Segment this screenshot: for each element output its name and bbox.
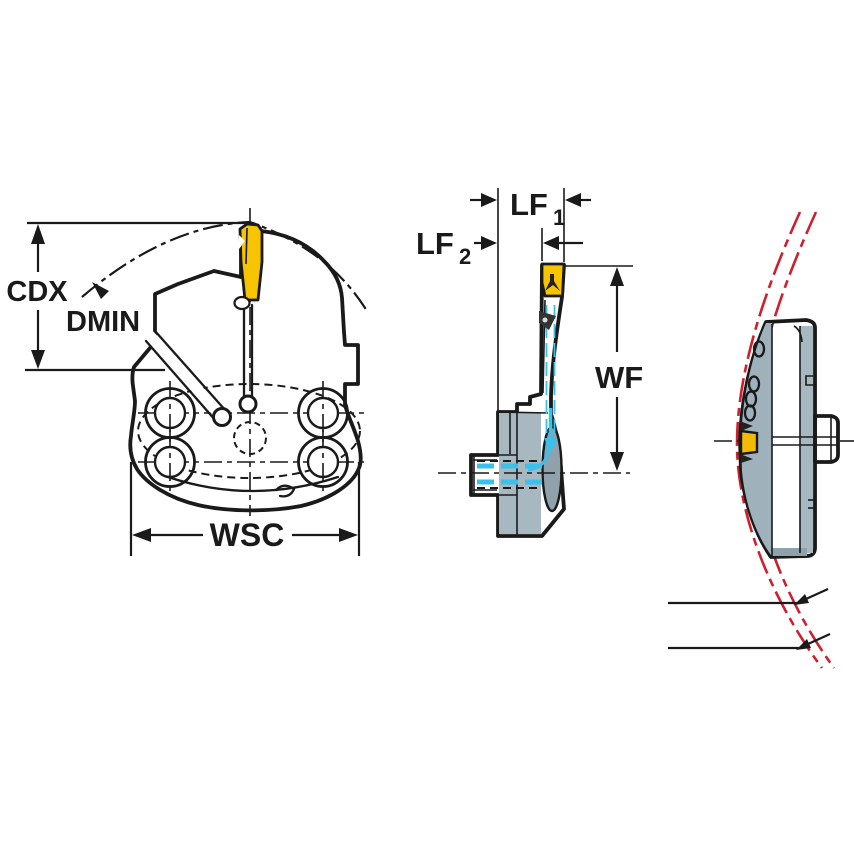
lf2-label: LF <box>416 226 454 261</box>
profile-back-face <box>800 326 813 553</box>
profile-screw-hole <box>752 340 766 358</box>
side-shoulder-line <box>498 411 549 414</box>
side-insert <box>540 262 566 298</box>
profile-clamp-upper <box>740 421 753 431</box>
dimension-dmin: DMIN <box>66 282 140 338</box>
insert-slot <box>238 303 258 414</box>
bolt-hole <box>144 430 196 494</box>
lf1-label: LF <box>510 187 548 222</box>
dimension-wf: WF <box>565 265 643 471</box>
workpiece-arc-inner <box>735 211 824 669</box>
coolant-flow-arrow-head <box>544 438 557 453</box>
lf2-subscript: 2 <box>459 244 471 269</box>
side-clamp-screw <box>539 311 556 330</box>
profile-insert <box>739 429 759 456</box>
lf1-subscript: 1 <box>553 205 565 230</box>
dimension-wsc: WSC <box>129 462 361 556</box>
front-insert <box>233 222 264 311</box>
side-view: LF 1 LF 2 WF <box>416 187 643 538</box>
profile-top-corner-line <box>793 325 803 343</box>
leader-callouts <box>668 587 831 650</box>
wf-label: WF <box>595 360 643 395</box>
dmin-label: DMIN <box>66 306 140 338</box>
front-view: CDX DMIN WSC <box>6 208 368 556</box>
profile-stud <box>813 414 840 464</box>
profile-body <box>738 318 817 559</box>
front-bottom-edge-line <box>166 475 340 493</box>
front-body <box>128 229 363 513</box>
bolt-hole <box>297 430 349 494</box>
profile-clamp-lower <box>740 454 753 463</box>
profile-bottom-band <box>772 548 807 556</box>
front-hidden-flange <box>137 383 361 479</box>
front-detail-mark <box>274 484 296 498</box>
dimension-cdx: CDX <box>6 221 250 372</box>
leader-line-lower <box>668 632 831 650</box>
coolant-channels <box>477 305 557 489</box>
profile-view <box>714 211 854 669</box>
profile-screw-hole <box>743 404 757 422</box>
cdx-label: CDX <box>6 276 68 308</box>
insert-clamp-wedge <box>545 274 560 291</box>
profile-edge-notch <box>805 375 815 386</box>
dmin-arc <box>81 220 368 312</box>
diagonal-slot <box>144 329 232 427</box>
leader-line-upper <box>668 587 829 605</box>
insert-screw-hole <box>233 295 251 311</box>
dimension-lf2: LF 2 <box>416 226 583 269</box>
wsc-label: WSC <box>210 517 285 553</box>
dimension-lf1: LF 1 <box>470 187 591 230</box>
